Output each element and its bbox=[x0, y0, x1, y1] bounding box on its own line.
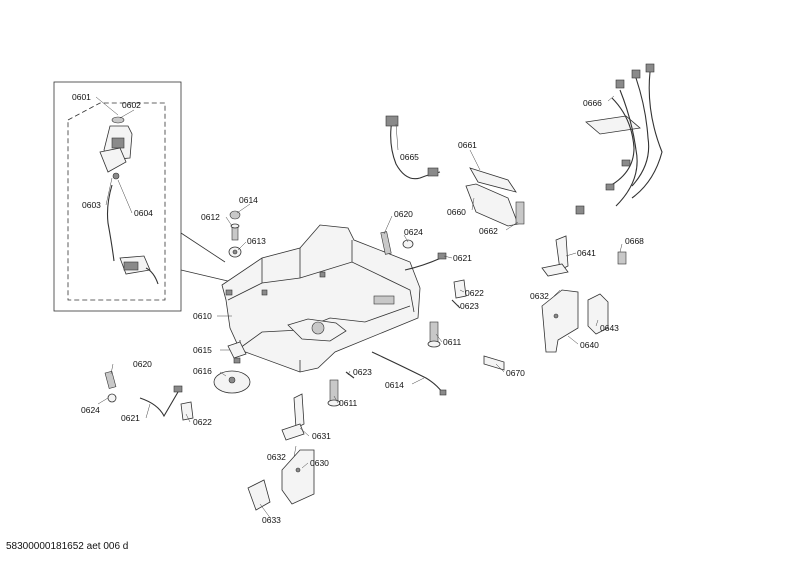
cover-0661-part bbox=[469, 167, 517, 193]
label-0665: 0665 bbox=[400, 152, 419, 162]
hose-0614-part bbox=[371, 351, 447, 396]
bracket-0615-part bbox=[227, 341, 247, 364]
label-0612: 0612 bbox=[201, 212, 220, 222]
label-0603: 0603 bbox=[82, 200, 101, 210]
label-0666: 0666 bbox=[583, 98, 602, 108]
label-0621-top: 0621 bbox=[453, 253, 472, 263]
label-0662: 0662 bbox=[479, 226, 498, 236]
label-0616: 0616 bbox=[193, 366, 212, 376]
plate-0640-part bbox=[541, 289, 579, 353]
document-id: 58300000181652 aet 006 d bbox=[6, 541, 129, 552]
label-0624-bottom: 0624 bbox=[81, 405, 100, 415]
float-0620-lower-part bbox=[104, 370, 117, 403]
pin-0668-part bbox=[617, 251, 627, 265]
clip-0622-part bbox=[453, 279, 467, 299]
label-0622-bottom: 0622 bbox=[193, 417, 212, 427]
disc-0616-part bbox=[213, 370, 251, 394]
base-tub-part bbox=[221, 224, 421, 373]
label-0632-bottom: 0632 bbox=[267, 452, 286, 462]
label-0624-top: 0624 bbox=[404, 227, 423, 237]
clip-0670-part bbox=[483, 355, 505, 371]
label-0661: 0661 bbox=[458, 140, 477, 150]
label-0633: 0633 bbox=[262, 515, 281, 525]
clip-0622-lower-part bbox=[180, 401, 194, 421]
hinge-plate-0630-part bbox=[281, 449, 315, 505]
detail-inset-frame bbox=[53, 81, 233, 312]
label-0604: 0604 bbox=[134, 208, 153, 218]
strip-0662-part bbox=[515, 201, 525, 225]
label-0614-bottom: 0614 bbox=[385, 380, 404, 390]
nut-0614-part bbox=[229, 210, 241, 220]
label-0640: 0640 bbox=[580, 340, 599, 350]
label-0620-bottom: 0620 bbox=[133, 359, 152, 369]
label-0621-bottom: 0621 bbox=[121, 413, 140, 423]
cable-0621-part bbox=[404, 252, 447, 271]
label-0641: 0641 bbox=[577, 248, 596, 258]
label-0623-top: 0623 bbox=[460, 301, 479, 311]
label-0631: 0631 bbox=[312, 431, 331, 441]
label-0622-top: 0622 bbox=[465, 288, 484, 298]
inlet-valve-part bbox=[99, 116, 159, 285]
label-0643: 0643 bbox=[600, 323, 619, 333]
hinge-0641-part bbox=[541, 235, 569, 277]
label-0602: 0602 bbox=[122, 100, 141, 110]
label-0610: 0610 bbox=[193, 311, 212, 321]
label-0670: 0670 bbox=[506, 368, 525, 378]
label-0615: 0615 bbox=[193, 345, 212, 355]
label-0611-bottom: 0611 bbox=[339, 398, 358, 408]
foot-0613-part bbox=[228, 246, 242, 258]
label-0668: 0668 bbox=[625, 236, 644, 246]
label-0660: 0660 bbox=[447, 207, 466, 217]
bracket-0643-part bbox=[587, 293, 609, 335]
leg-0611-part bbox=[327, 321, 441, 407]
cable-0621-lower-part bbox=[139, 385, 183, 418]
label-0611-top: 0611 bbox=[443, 337, 462, 347]
hinge-0631-part bbox=[281, 393, 305, 441]
part-labels: 0601 0602 0603 0604 0610 0612 0614 0613 … bbox=[72, 92, 644, 525]
cover-0633-part bbox=[247, 479, 271, 511]
harness-0666-part bbox=[575, 63, 663, 215]
label-0601: 0601 bbox=[72, 92, 91, 102]
float-0620-part bbox=[380, 231, 414, 255]
spring-0612-part bbox=[230, 223, 240, 241]
label-0632-right: 0632 bbox=[530, 291, 549, 301]
label-0630: 0630 bbox=[310, 458, 329, 468]
label-0614-top: 0614 bbox=[239, 195, 258, 205]
label-0623-bottom: 0623 bbox=[353, 367, 372, 377]
cable-0665-part bbox=[385, 115, 441, 180]
label-0613: 0613 bbox=[247, 236, 266, 246]
label-0620-top: 0620 bbox=[394, 209, 413, 219]
leader-lines bbox=[95, 95, 623, 520]
